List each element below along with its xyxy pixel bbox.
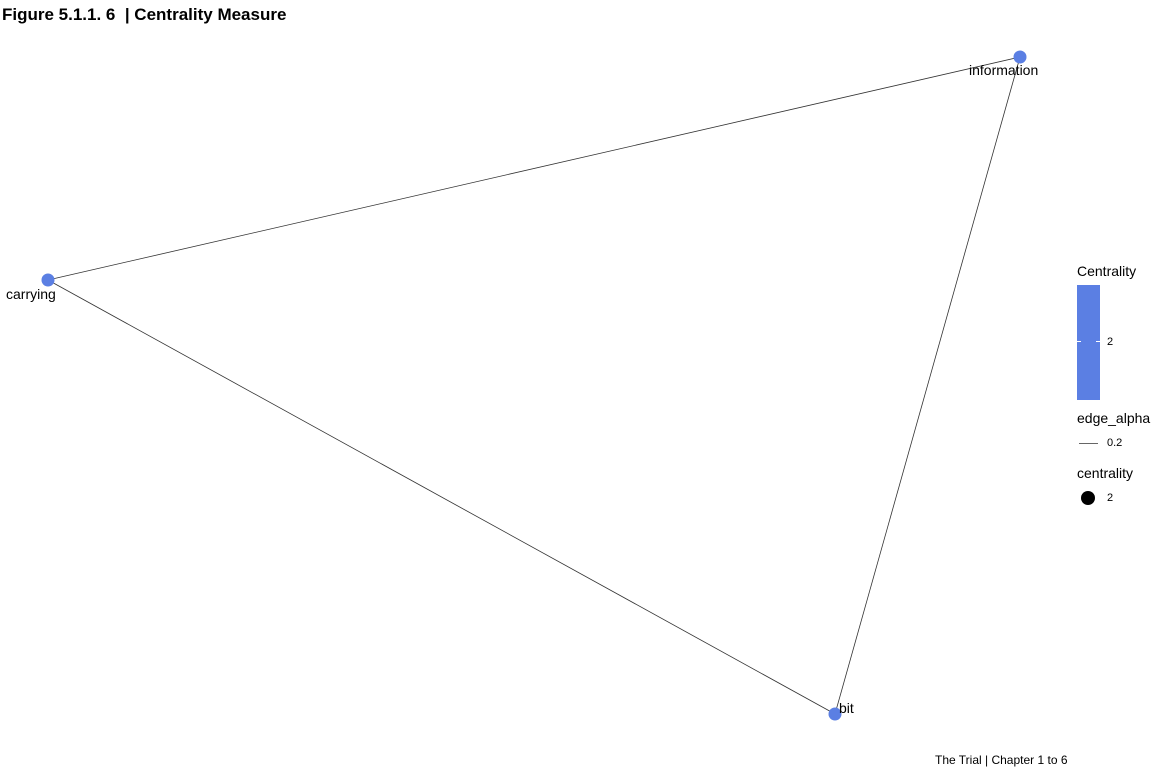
node-label-carrying: carrying xyxy=(6,286,56,302)
edge-carrying-bit xyxy=(47,279,836,715)
node-information xyxy=(1013,50,1027,64)
edge-legend-label: 0.2 xyxy=(1107,437,1123,449)
node-label-information: information xyxy=(969,62,1038,78)
nodes-layer xyxy=(41,50,1027,721)
edge-legend-key xyxy=(1079,443,1098,444)
edge-carrying-information xyxy=(47,56,1021,281)
figure-caption: The Trial | Chapter 1 to 6 xyxy=(935,753,1068,767)
size-legend-label: 2 xyxy=(1107,492,1114,504)
edge-information-bit xyxy=(834,56,1021,715)
color-legend-title: Centrality xyxy=(1077,263,1137,279)
edge-legend-title: edge_alpha xyxy=(1077,410,1151,426)
node-label-bit: bit xyxy=(839,700,854,716)
centrality-colorbar xyxy=(1077,285,1100,400)
size-legend-key xyxy=(1081,491,1095,505)
node-bit xyxy=(828,707,842,721)
edges-layer xyxy=(47,56,1021,715)
colorbar-tick-label: 2 xyxy=(1107,336,1114,348)
node-carrying xyxy=(41,273,55,287)
figure-title: Figure 5.1.1. 6 | Centrality Measure xyxy=(2,5,287,24)
labels-layer: information carrying bit xyxy=(6,62,1038,716)
size-legend-title: centrality xyxy=(1077,465,1134,481)
